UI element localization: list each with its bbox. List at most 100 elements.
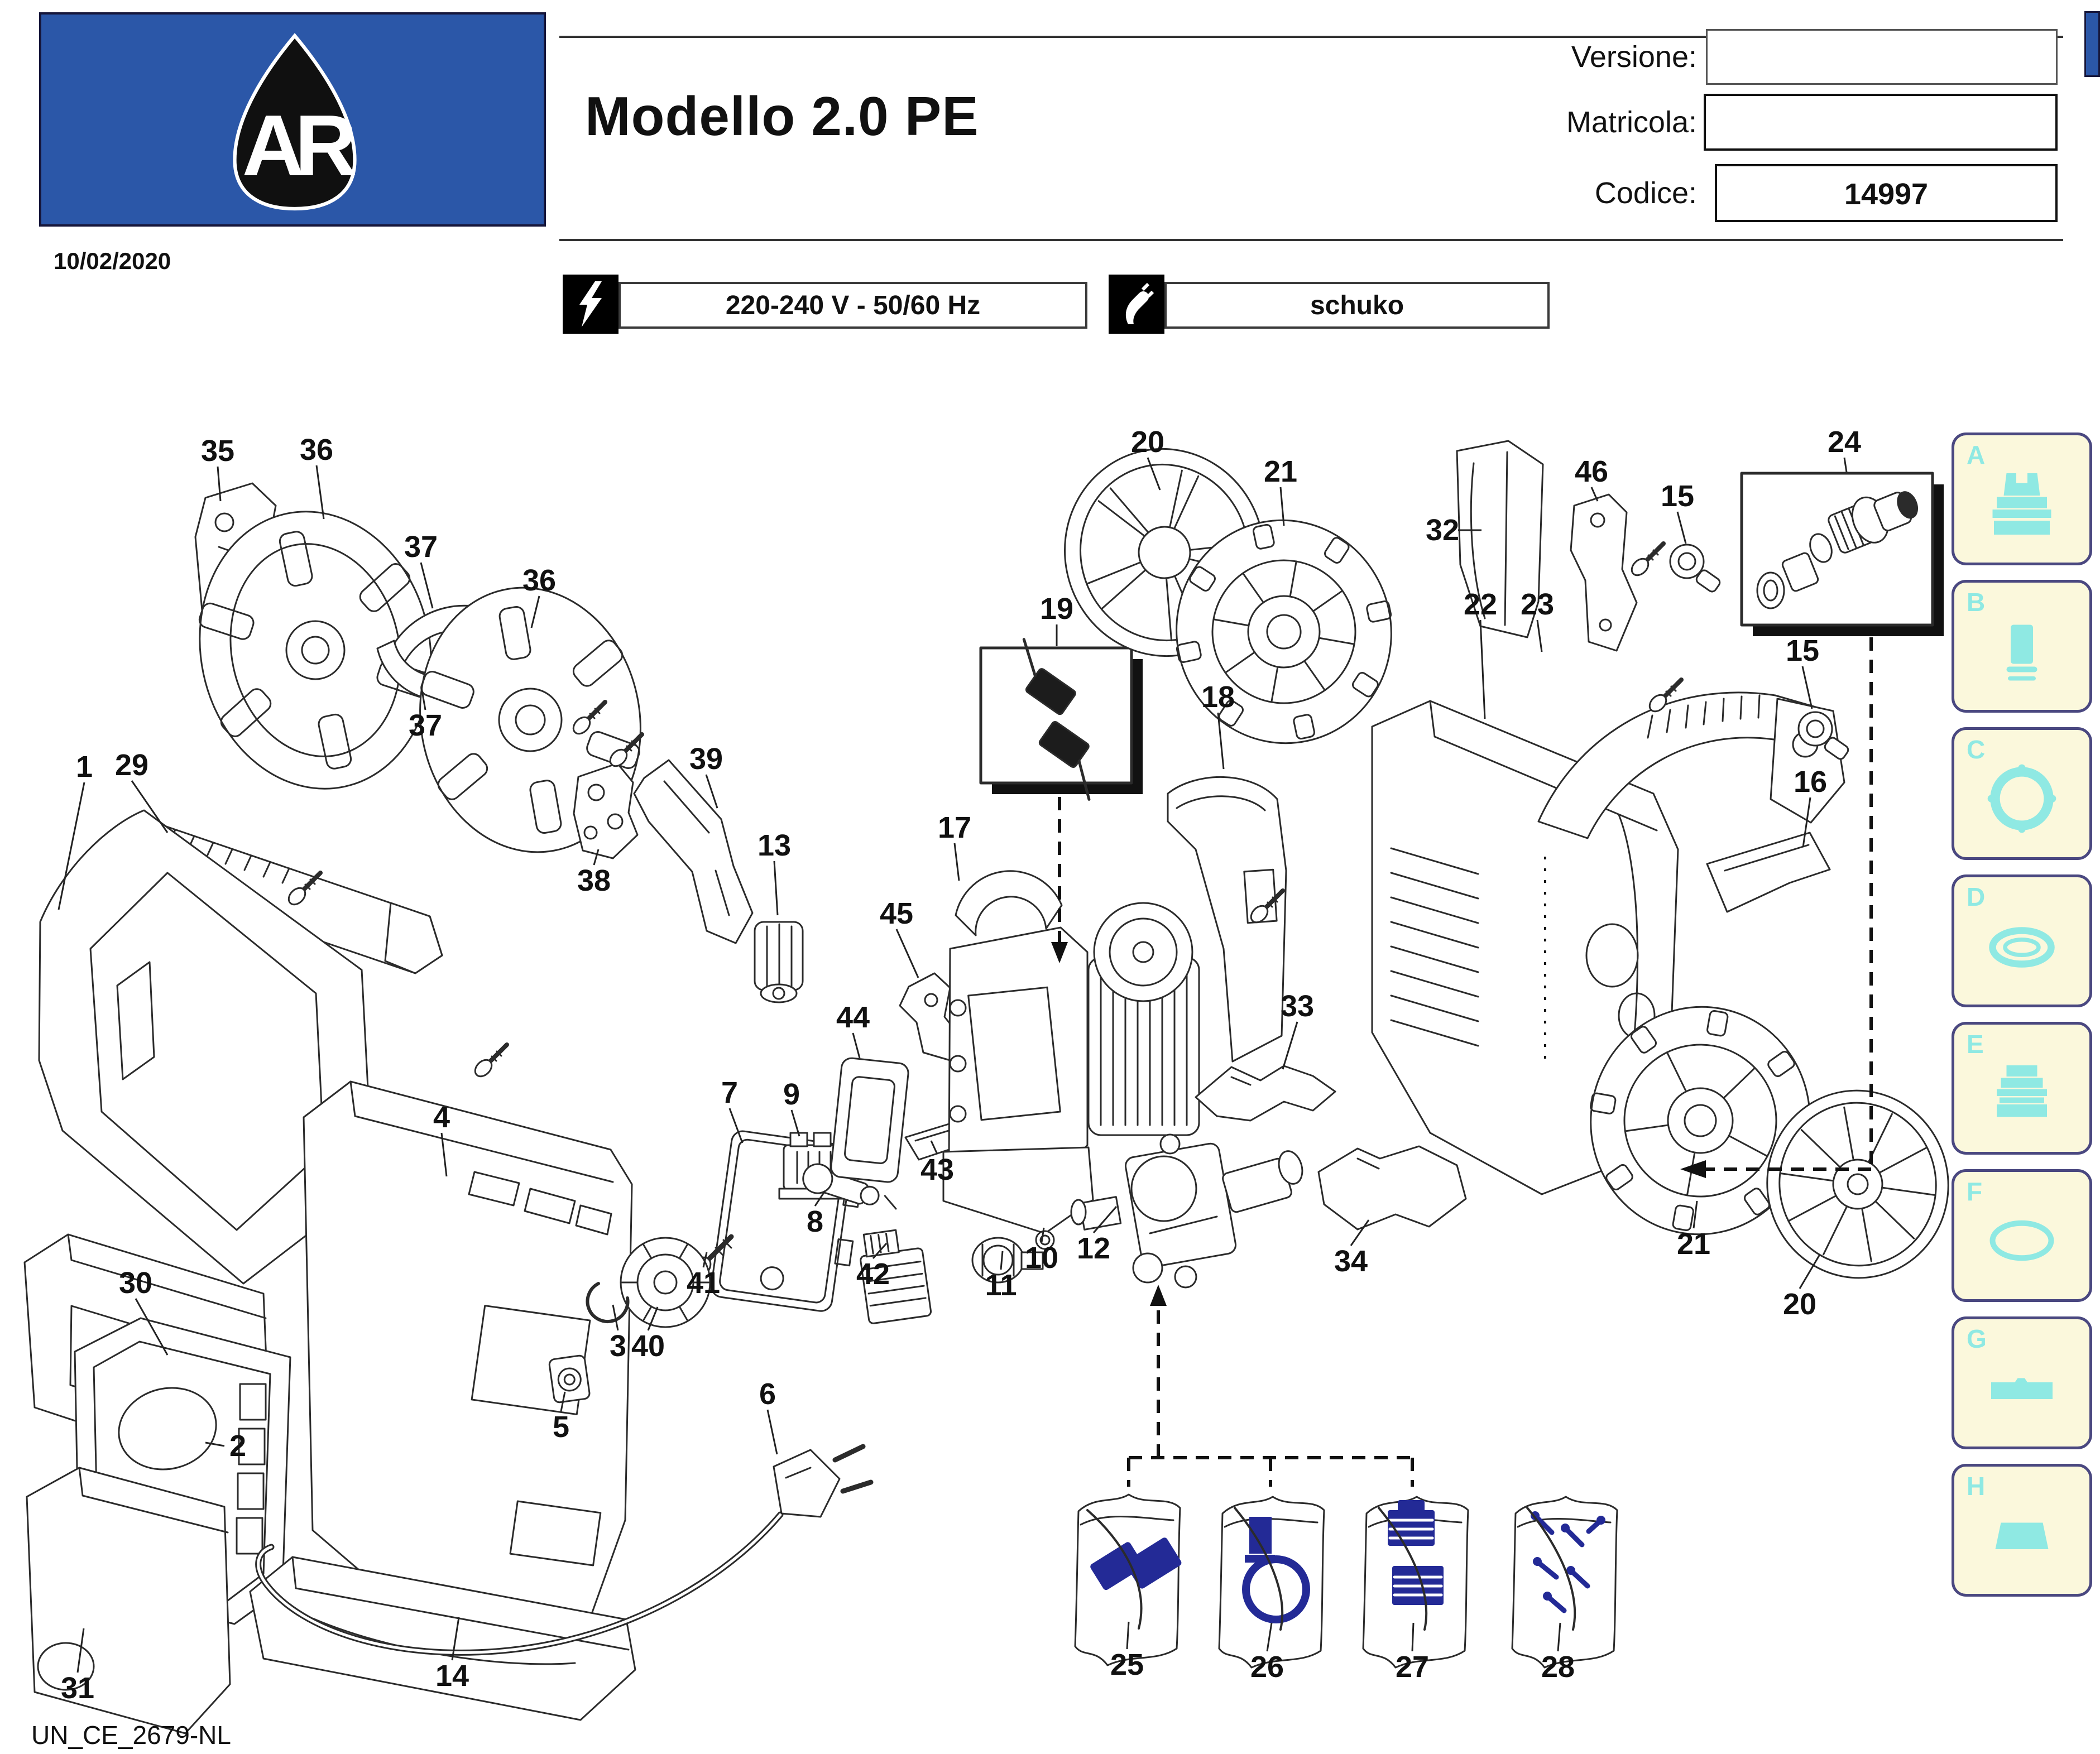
leader-line xyxy=(440,1132,448,1177)
part-32-side-cover xyxy=(1456,440,1544,638)
leader-line xyxy=(76,1628,85,1673)
leader-line xyxy=(1000,1251,1004,1270)
leader-line xyxy=(560,1391,566,1412)
ar-logo-icon: AR xyxy=(233,33,365,211)
drawing-code: UN_CE_2679-NL xyxy=(31,1721,231,1750)
part-26-spare-bag xyxy=(1218,1496,1325,1669)
kit-letter: C xyxy=(1967,735,1986,764)
leader-line xyxy=(1092,1206,1118,1233)
leader-line xyxy=(1350,1219,1370,1246)
field-box-codice: 14997 xyxy=(1715,164,2058,222)
part-12-pump-unit xyxy=(1070,1133,1303,1289)
leader-line xyxy=(705,774,718,809)
leader-line xyxy=(530,595,540,628)
kit-box-c: C xyxy=(1952,727,2092,860)
leader-line xyxy=(420,687,426,710)
leader-line xyxy=(1590,487,1599,502)
kit-letter: B xyxy=(1967,588,1986,617)
kit-letter: D xyxy=(1967,882,1986,911)
part-44-gasket-frame xyxy=(830,1057,909,1183)
part-13-knob xyxy=(754,921,804,1003)
field-label-versione: Versione: xyxy=(1571,40,1697,74)
plug-badge xyxy=(1109,275,1164,334)
part-27-spare-bag xyxy=(1362,1496,1469,1669)
part-28-spare-bag xyxy=(1511,1496,1618,1669)
logo-text: AR xyxy=(242,97,356,194)
kit-box-b: B xyxy=(1952,580,2092,713)
leader-line xyxy=(1041,1227,1045,1243)
kit-letter: H xyxy=(1967,1472,1986,1501)
leader-line xyxy=(1266,1622,1273,1652)
leader-line xyxy=(315,465,325,520)
leader-line xyxy=(872,1243,888,1259)
part-15-rubber-foot-lower xyxy=(1797,711,1849,760)
part-39-crank-handle xyxy=(633,759,754,944)
page-corner-marker xyxy=(2084,11,2100,77)
kit-box-g: G xyxy=(1952,1316,2092,1449)
field-label-matricola: Matricola: xyxy=(1566,105,1697,139)
leader-line xyxy=(1479,619,1486,719)
leader-line xyxy=(953,843,960,881)
leader-line xyxy=(1676,511,1687,544)
valve-kit-icon xyxy=(2006,624,2037,681)
o-ring-kit-icon xyxy=(1989,1220,2054,1261)
leader-line xyxy=(790,1109,800,1137)
leader-line xyxy=(1279,487,1285,526)
leader-line xyxy=(1126,1621,1130,1650)
leader-line xyxy=(135,1298,169,1356)
brand-logo-box: AR xyxy=(39,12,546,227)
part-8-microswitch-pin xyxy=(802,1163,897,1210)
leader-line xyxy=(728,1108,744,1143)
leader-line xyxy=(1801,666,1813,709)
power-plug-icon xyxy=(1125,282,1154,324)
part-17-pump-housing xyxy=(942,870,1094,1234)
field-label-codice: Codice: xyxy=(1594,176,1697,210)
leader-line xyxy=(852,1032,861,1059)
kit-box-d: D xyxy=(1952,874,2092,1007)
leader-line xyxy=(1557,1622,1561,1652)
leader-line xyxy=(131,780,169,833)
leader-line xyxy=(451,1617,460,1661)
part-33-gasket-plate xyxy=(1195,1065,1336,1122)
leader-line xyxy=(420,562,434,609)
part-25-spare-bag xyxy=(1074,1493,1182,1666)
leader-line xyxy=(1217,712,1225,770)
leader-line xyxy=(1282,1021,1298,1070)
coupling-kit-icon xyxy=(1997,1065,2047,1117)
part-34-gasket-plate xyxy=(1317,1145,1467,1231)
leader-line xyxy=(217,466,222,502)
kit-letter: A xyxy=(1967,440,1986,469)
page-title: Modello 2.0 PE xyxy=(585,85,979,147)
part-20-wheel-cover-bottom xyxy=(1766,1089,1949,1279)
inset-box-19-brush-kit xyxy=(979,638,1143,801)
part-11-inlet-fitting xyxy=(971,1237,1044,1284)
leader-line xyxy=(1411,1622,1415,1652)
part-3-retaining-ring xyxy=(586,1282,630,1323)
leader-line xyxy=(895,929,919,978)
flange-ring-kit-icon xyxy=(1987,764,2056,833)
part-31-bottom-cover xyxy=(26,1467,231,1734)
field-box-versione xyxy=(1706,29,2058,85)
kit-letter: G xyxy=(1967,1324,1987,1353)
field-value-codice: 14997 xyxy=(1844,177,1929,211)
part-21-wheel-top xyxy=(1176,519,1392,744)
leader-line xyxy=(57,782,85,910)
assembly-reference-lines xyxy=(1051,637,1873,1487)
part-16-support-strip xyxy=(1706,832,1831,913)
part-40-knob-dial xyxy=(620,1237,711,1328)
leader-line xyxy=(647,1306,659,1331)
leader-line xyxy=(1799,1254,1821,1289)
plug-spec-box: schuko xyxy=(1164,282,1550,329)
field-box-matricola xyxy=(1704,94,2058,151)
part-46-bracket xyxy=(1570,493,1638,652)
callout-leader-lines xyxy=(57,457,1848,1673)
leader-line xyxy=(1147,457,1161,491)
kit-box-e: E xyxy=(1952,1022,2092,1155)
part-18-motor-shroud xyxy=(1167,776,1287,1063)
leader-line xyxy=(205,1441,225,1447)
part-motor xyxy=(1087,902,1200,1136)
leader-line xyxy=(1693,1200,1698,1229)
pump-head-kit-icon xyxy=(1992,473,2051,535)
header-top-rule xyxy=(559,36,2063,38)
